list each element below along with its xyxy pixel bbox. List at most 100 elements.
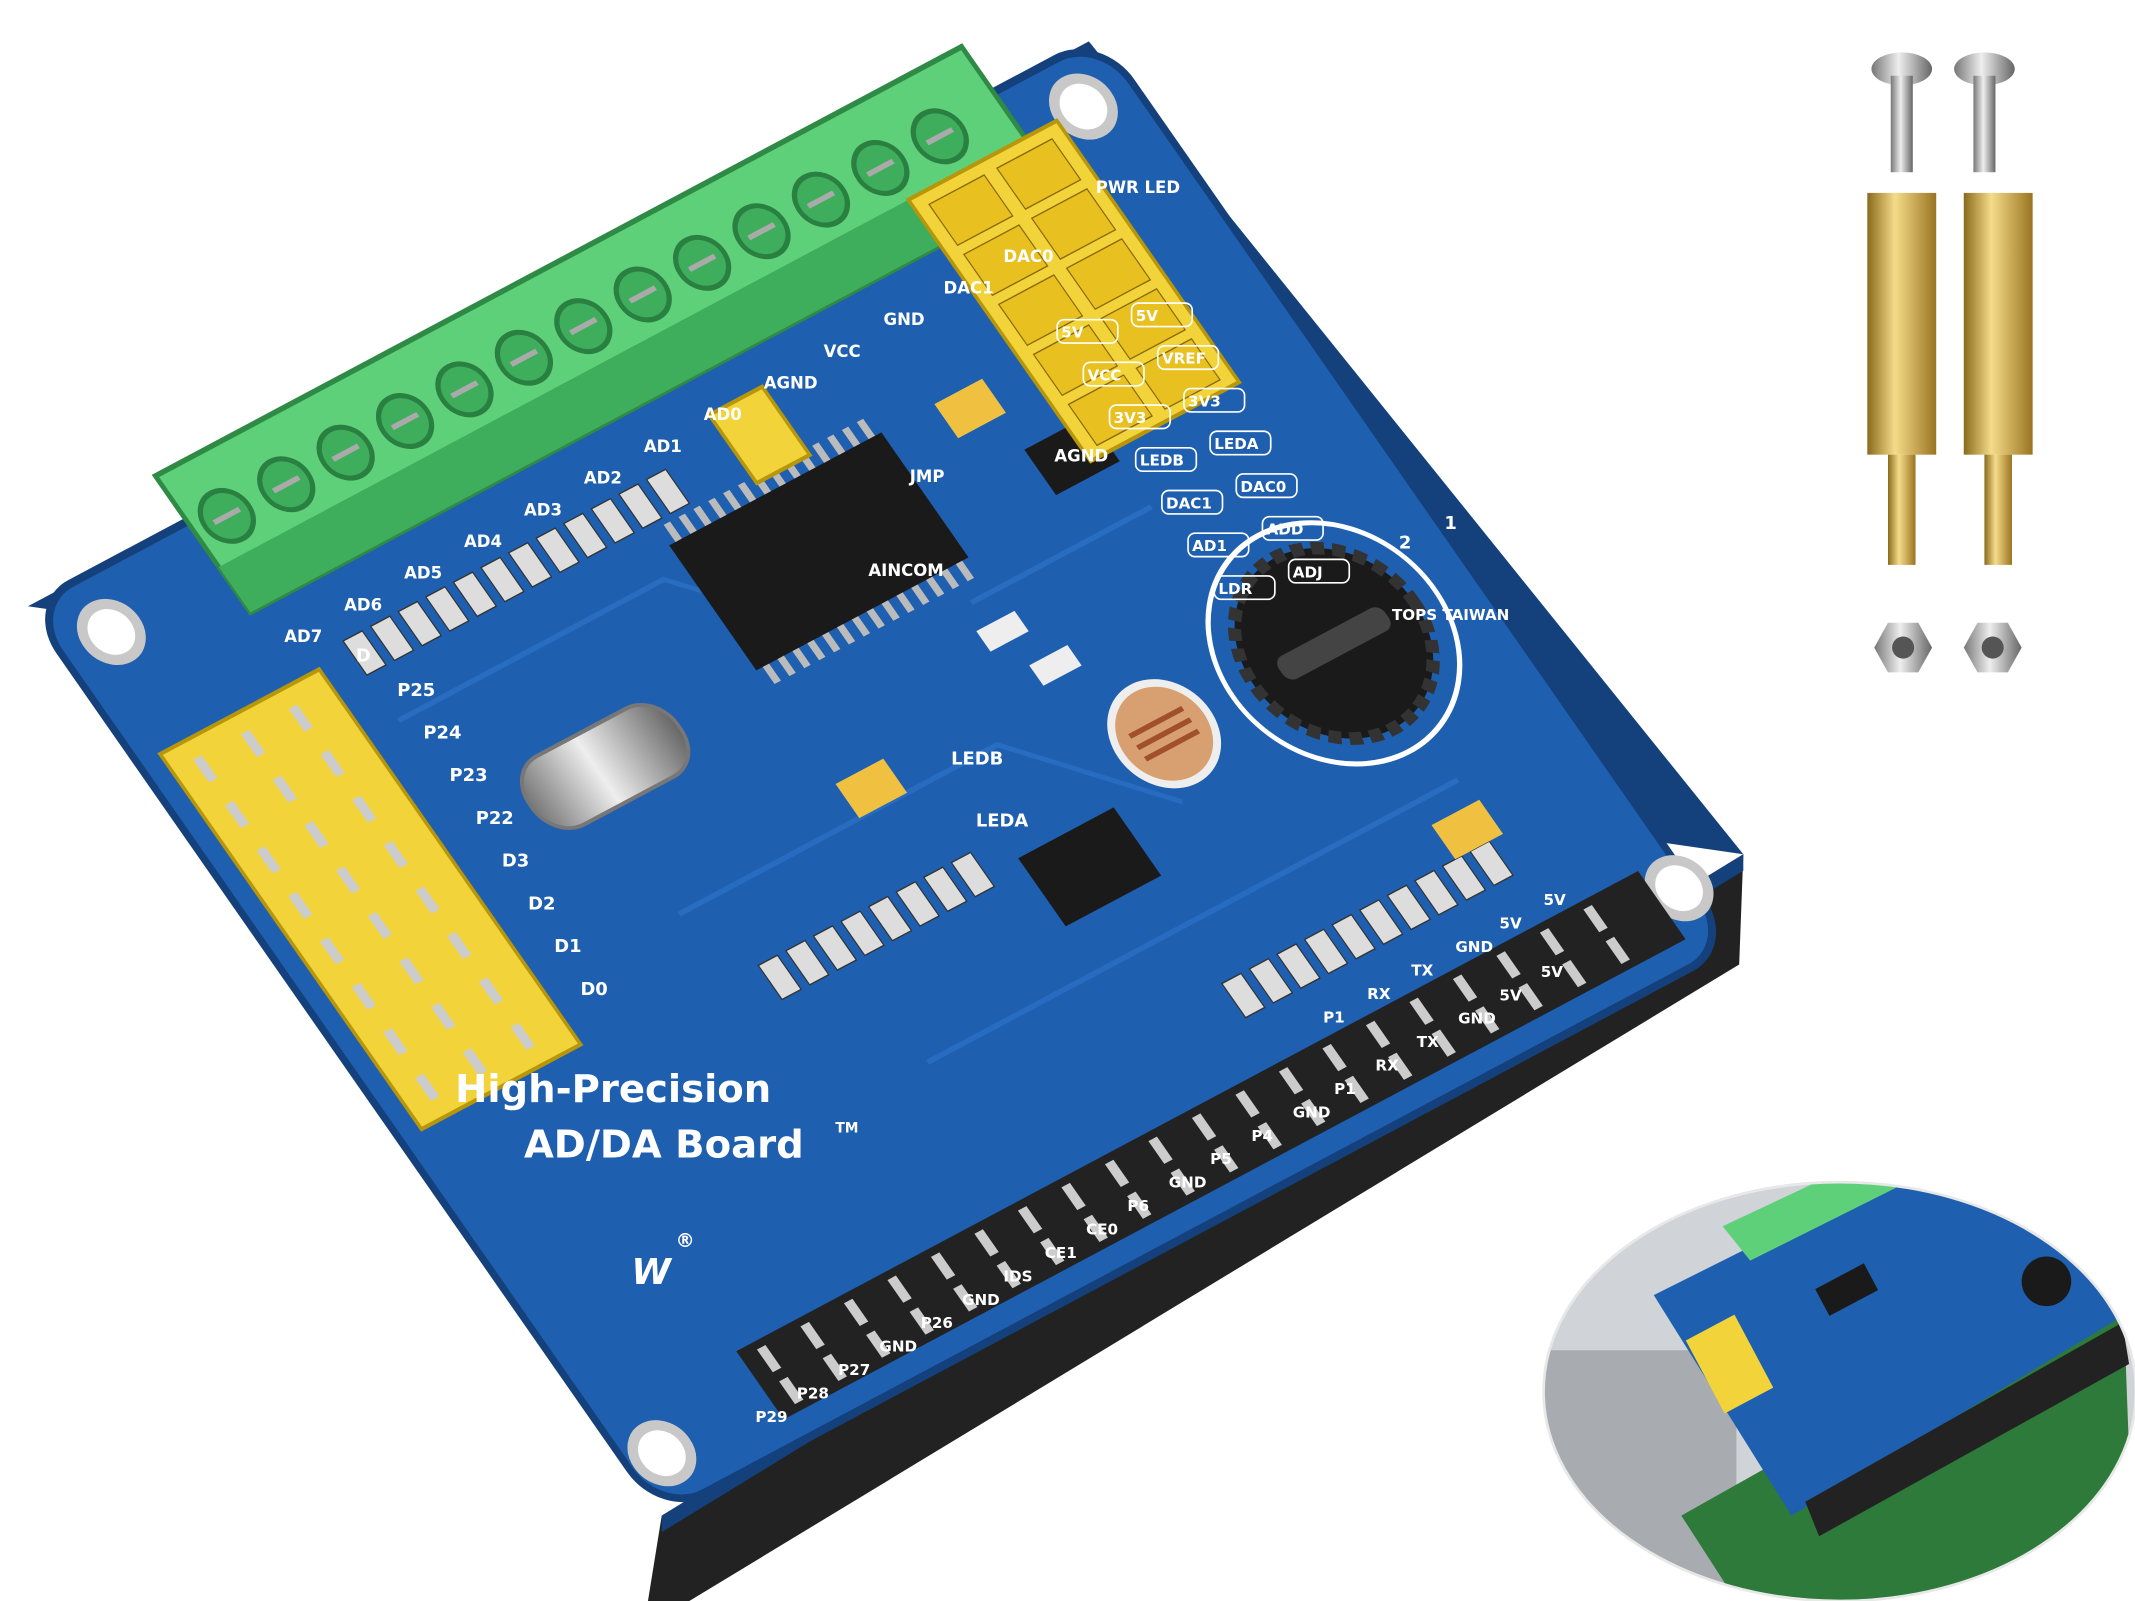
terminal-label: AD6 <box>344 595 382 614</box>
header-pin <box>304 820 329 849</box>
dac-chip <box>1018 807 1162 927</box>
header-pin <box>478 977 504 1005</box>
header-pin <box>996 1261 1021 1289</box>
screw-slot <box>450 380 479 399</box>
header-pin <box>383 840 409 869</box>
jumper-cap <box>1100 288 1187 361</box>
header-pin <box>320 749 345 778</box>
header-pin <box>288 891 313 919</box>
gpio-label: D1 <box>554 936 581 957</box>
header-pin <box>1061 1182 1086 1211</box>
jumper-label-box <box>1235 473 1298 499</box>
gpio-pin-header[interactable] <box>157 666 584 1132</box>
header-pin <box>1605 936 1630 965</box>
label-ledb: LEDB <box>951 749 1003 770</box>
header-pin <box>953 1284 978 1312</box>
header-pin <box>1518 983 1543 1011</box>
pin-label: GND <box>879 1338 917 1356</box>
header-pin <box>1475 1006 1500 1034</box>
screw-terminal-block[interactable] <box>151 43 1061 616</box>
jumper-label: LEDB <box>1140 452 1184 470</box>
chip-pin <box>777 655 796 677</box>
pin-label-top: RX <box>1367 985 1391 1003</box>
led-b <box>976 610 1029 652</box>
pin-label-top: GND <box>1455 938 1493 956</box>
chip-pin <box>708 497 727 519</box>
header-pin <box>974 1229 999 1257</box>
chip-pin <box>737 481 757 503</box>
jumper-label: ADJ <box>1293 563 1323 581</box>
screw-slot <box>390 411 420 431</box>
jmp-jumper[interactable] <box>706 384 813 486</box>
header-pin <box>800 1321 825 1350</box>
header-pin <box>351 982 376 1010</box>
capacitor <box>1431 799 1504 860</box>
chip-pin <box>723 489 742 511</box>
capacitor <box>835 758 908 819</box>
terminal-label: GND <box>884 310 925 329</box>
pot-brand: TOPS TAIWAN <box>1392 606 1509 624</box>
smd-resistor <box>950 851 996 898</box>
chip-pin <box>792 647 811 669</box>
hex-nut <box>1963 622 2022 673</box>
header-pin <box>1235 1090 1260 1118</box>
terminal-label: AD4 <box>464 532 502 551</box>
board-title-line2: AD/DA Board <box>524 1122 804 1167</box>
jumper-label-box <box>1134 446 1198 473</box>
pin-label: P29 <box>755 1408 787 1426</box>
smd-resistor <box>757 954 803 1001</box>
jumper-label: 3V3 <box>1188 392 1221 410</box>
header-pin <box>288 704 313 732</box>
jumper-cap <box>997 274 1084 347</box>
chip-pin <box>955 560 975 582</box>
gpio-label: P22 <box>476 808 514 829</box>
board-title-line1: High-Precision <box>455 1067 771 1112</box>
header-pin <box>272 775 297 803</box>
header-pin <box>1301 1098 1326 1127</box>
header-pin <box>909 1307 934 1335</box>
jumper-cap <box>962 224 1049 297</box>
screw-slot <box>747 222 776 241</box>
adc-chip <box>669 432 969 671</box>
smd-resistor <box>1386 884 1432 931</box>
jumper-label: DAC1 <box>1166 494 1212 512</box>
header-pin <box>431 1002 456 1030</box>
smd-resistor <box>480 556 525 603</box>
chip-pin <box>940 568 960 590</box>
smd-resistor <box>397 600 443 647</box>
pin-label-top: 5V <box>1499 915 1522 933</box>
header-pin <box>1040 1237 1065 1266</box>
agnd-label: AGND <box>1054 447 1108 466</box>
screw-slot <box>331 443 360 462</box>
header-pin <box>822 1353 847 1381</box>
smd-resistor <box>535 527 580 574</box>
pin-label-top: P1 <box>1323 1008 1345 1026</box>
header-pin <box>319 937 345 965</box>
gpio-label: P24 <box>423 722 461 743</box>
jumper-label: LEDA <box>1214 435 1259 453</box>
jumper-header[interactable] <box>905 118 1242 464</box>
pin-label-top: TX <box>1411 961 1433 979</box>
pin-label: RX <box>1375 1057 1399 1075</box>
jumper-label-box <box>1056 318 1119 344</box>
40-pin-header[interactable] <box>736 871 1686 1420</box>
jumper-label-box <box>1287 558 1351 584</box>
label-leda: LEDA <box>976 811 1029 832</box>
header-pin <box>1431 1029 1456 1057</box>
header-pin <box>1127 1191 1152 1219</box>
jumper-col-2: 2 <box>1399 532 1411 553</box>
chip-pin <box>678 513 697 535</box>
jumper-label-box <box>1156 345 1220 371</box>
pin-label: P4 <box>1251 1127 1273 1145</box>
header-pin <box>510 1022 535 1050</box>
header-pin <box>335 866 361 894</box>
jumper-label: VCC <box>1087 366 1121 384</box>
smd-resistor <box>840 910 885 957</box>
smd-resistor <box>1276 943 1321 990</box>
terminal-label: VCC <box>824 342 861 361</box>
potentiometer[interactable] <box>1158 482 1510 805</box>
gpio-label: P23 <box>450 765 488 786</box>
photoresistor-track <box>1128 705 1201 762</box>
led-a <box>1029 645 1082 686</box>
header-pin <box>930 1252 956 1280</box>
